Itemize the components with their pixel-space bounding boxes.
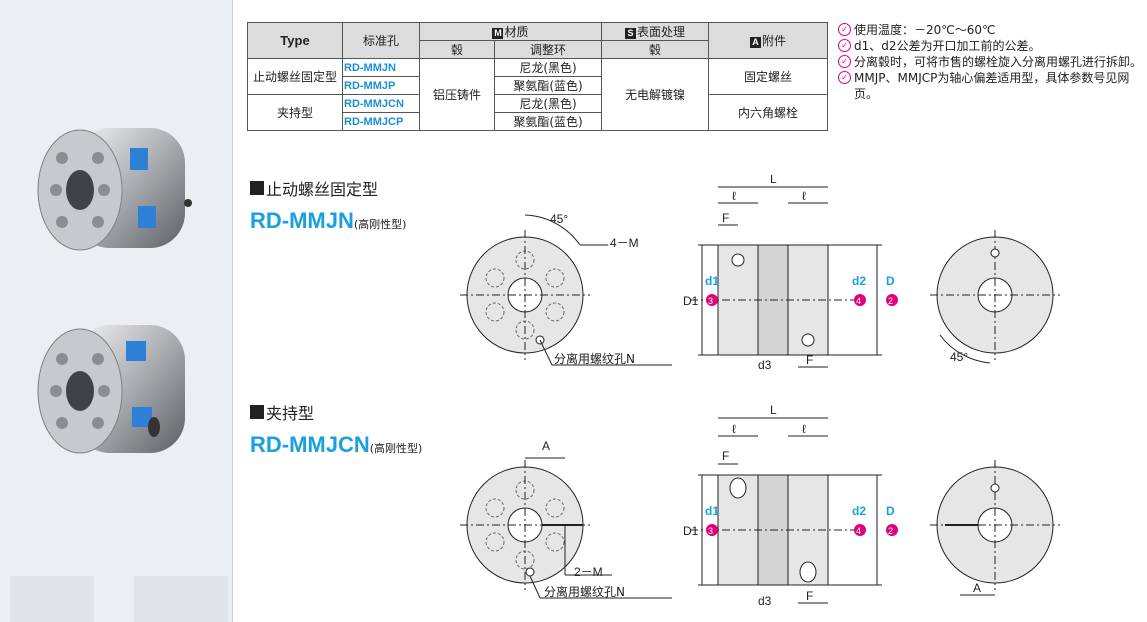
drawing-clamp: A 2－M 分离用螺纹孔N L ℓ ℓ F F D1 d3 3 d1 4 d2 … bbox=[460, 403, 1060, 608]
product-image-panel bbox=[0, 0, 233, 622]
badge-4: 4 bbox=[856, 296, 861, 306]
badge-4: 4 bbox=[856, 526, 861, 536]
accessory-bolt: 内六角螺栓 bbox=[708, 94, 828, 131]
model-name-setscrew: RD-MMJN(高刚性型) bbox=[250, 208, 407, 233]
two-m-label: 2－M bbox=[574, 565, 603, 579]
dim-A: A bbox=[542, 439, 550, 453]
dim-D: D bbox=[886, 504, 895, 518]
section-title-clamp: 夹持型 bbox=[250, 400, 314, 424]
header-hub-surface: 毂 bbox=[601, 40, 709, 59]
surface-treatment: 无电解镀镍 bbox=[601, 58, 709, 131]
accessory-setscrew: 固定螺丝 bbox=[708, 58, 828, 95]
dim-F: F bbox=[806, 589, 813, 603]
dim-d2: d2 bbox=[852, 274, 866, 288]
dim-l: ℓ bbox=[802, 422, 806, 436]
separation-hole-label: 分离用螺纹孔N bbox=[554, 351, 635, 366]
bulb-icon: ✓ bbox=[838, 23, 851, 36]
dim-l: ℓ bbox=[802, 189, 806, 203]
bulb-icon: ✓ bbox=[838, 71, 851, 84]
ring-material: 聚氨酯(蓝色) bbox=[494, 112, 602, 131]
dim-d3: d3 bbox=[758, 594, 772, 608]
dim-F: F bbox=[722, 211, 729, 225]
dim-L: L bbox=[770, 175, 777, 186]
bulb-icon: ✓ bbox=[838, 55, 851, 68]
drawing-setscrew: 45° 4－M 分离用螺纹孔N L ℓ ℓ F F D1 d3 3 d1 4 d… bbox=[460, 175, 1060, 372]
hub-material: 铝压铸件 bbox=[419, 58, 495, 131]
note-item: ✓分离毂时，可将市售的螺栓旋入分离用螺孔进行拆卸。 bbox=[838, 54, 1143, 70]
dim-l: ℓ bbox=[732, 189, 736, 203]
angle-label: 45° bbox=[550, 212, 568, 226]
dim-d2: d2 bbox=[852, 504, 866, 518]
dim-d1: d1 bbox=[705, 504, 719, 518]
thumbnail-2[interactable] bbox=[134, 576, 228, 622]
bulb-icon: ✓ bbox=[838, 39, 851, 52]
coupling-photo-clamp bbox=[37, 325, 185, 454]
dim-d3: d3 bbox=[758, 358, 772, 372]
part-number-link[interactable]: RD-MMJN bbox=[342, 58, 420, 77]
part-number-link[interactable]: RD-MMJP bbox=[342, 76, 420, 95]
ring-material: 尼龙(黑色) bbox=[494, 58, 602, 77]
dim-l: ℓ bbox=[732, 422, 736, 436]
thumbnail-1[interactable] bbox=[10, 576, 94, 622]
badge-3: 3 bbox=[708, 526, 713, 536]
dim-L: L bbox=[770, 403, 777, 417]
dim-D1: D1 bbox=[683, 524, 699, 538]
four-m-label: 4－M bbox=[610, 236, 639, 250]
type-clamp: 夹持型 bbox=[247, 94, 343, 131]
dim-F: F bbox=[722, 449, 729, 463]
header-ring: 调整环 bbox=[494, 40, 602, 59]
note-item: ✓MMJP、MMJCP为轴心偏差适用型，具体参数号见网页。 bbox=[838, 70, 1143, 102]
square-icon bbox=[250, 181, 264, 195]
dim-D: D bbox=[886, 274, 895, 288]
ring-material: 尼龙(黑色) bbox=[494, 94, 602, 113]
part-number-link[interactable]: RD-MMJCP bbox=[342, 112, 420, 131]
note-item: ✓d1、d2公差为开口加工前的公差。 bbox=[838, 38, 1143, 54]
angle-label: 45° bbox=[950, 350, 968, 364]
section-title-setscrew: 止动螺丝固定型 bbox=[250, 176, 378, 200]
header-standard-hole: 标准孔 bbox=[342, 22, 420, 59]
coupling-photo-setscrew bbox=[37, 128, 192, 251]
separation-hole-label: 分离用螺纹孔N bbox=[544, 584, 625, 599]
badge-2: 2 bbox=[888, 296, 893, 306]
badge-2: 2 bbox=[888, 526, 893, 536]
ring-material: 聚氨酯(蓝色) bbox=[494, 76, 602, 95]
model-name-clamp: RD-MMJCN(高刚性型) bbox=[250, 432, 423, 457]
badge-3: 3 bbox=[708, 296, 713, 306]
part-number-link[interactable]: RD-MMJCN bbox=[342, 94, 420, 113]
notes-list: ✓使用温度：－20℃～60℃ ✓d1、d2公差为开口加工前的公差。 ✓分离毂时，… bbox=[838, 22, 1143, 102]
dim-d1: d1 bbox=[705, 274, 719, 288]
header-type: Type bbox=[247, 22, 343, 59]
header-hub: 毂 bbox=[419, 40, 495, 59]
note-item: ✓使用温度：－20℃～60℃ bbox=[838, 22, 1143, 38]
dim-A: A bbox=[973, 581, 981, 595]
dim-F: F bbox=[806, 353, 813, 367]
type-setscrew: 止动螺丝固定型 bbox=[247, 58, 343, 95]
dim-D1: D1 bbox=[683, 294, 699, 308]
square-icon bbox=[250, 405, 264, 419]
